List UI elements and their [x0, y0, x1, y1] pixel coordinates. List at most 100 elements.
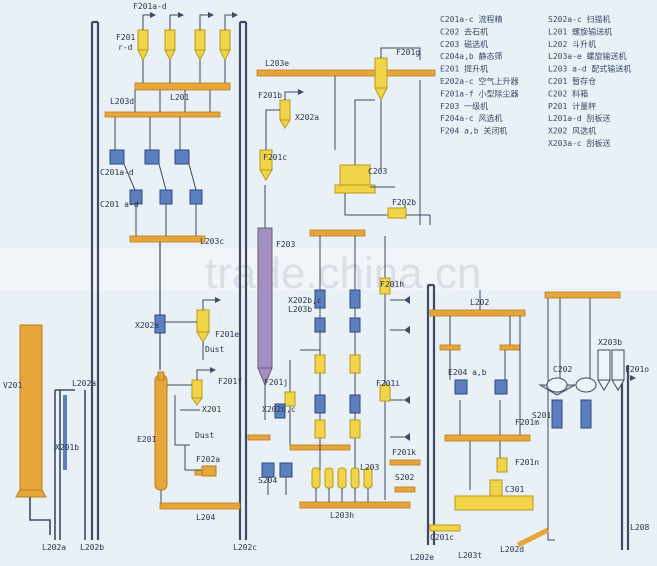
label-f203: F203	[276, 240, 295, 249]
label-l204: L204	[196, 513, 215, 522]
label-f202a: F202a	[196, 455, 220, 464]
conveyor-l203h	[299, 501, 411, 509]
cleaning-machines-c201	[109, 90, 211, 236]
label-c20x: C201 a-d	[100, 200, 139, 209]
label-f201i: F201i	[376, 379, 400, 388]
legend-entry: E202a-c 空气上升器	[440, 76, 519, 86]
label-f201b: F201b	[258, 91, 282, 100]
label-x203b: X203b	[598, 338, 622, 347]
label-s202: S202	[395, 473, 414, 482]
label-l202e: L202e	[410, 553, 434, 562]
legend-entry: P201 计量秤	[548, 101, 596, 111]
label-c201c: C201c	[430, 533, 454, 542]
silo-v201	[15, 324, 51, 535]
legend-entry: C203 磁选机	[440, 39, 488, 49]
bins-s204-row	[261, 462, 373, 502]
label-l203: L203	[360, 463, 379, 472]
conveyor-lower-right	[444, 434, 531, 442]
watermark-band	[0, 248, 657, 290]
conveyor-l203c	[129, 235, 206, 243]
legend-col2: S202a-c 扫描机 L201 螺旋输送机 L202 斗升机 L203a-e 螺旋输…	[548, 14, 631, 148]
label-l203b: L203b	[288, 305, 312, 314]
label-dust2: Dust	[195, 431, 214, 440]
legend-entry: F204 a,b 关闭机	[440, 126, 507, 136]
label-s201: S201	[532, 411, 551, 420]
label-x201b: X201b	[55, 443, 79, 452]
legend-entry: F203 一级机	[440, 101, 488, 111]
label-l202a-top: L202a	[72, 379, 96, 388]
label-l202d: L202d	[500, 545, 524, 554]
legend-entry: C201 暂存仓	[548, 76, 596, 86]
legend-entry: C202 料箱	[548, 88, 588, 98]
watermark-text: trade.china.cn	[205, 249, 481, 298]
legend-entry: C201a-c 流程精	[440, 14, 503, 24]
equipment-labels: F201a-d F201 r-d L201 L203d C201a-d C201…	[3, 2, 649, 562]
conveyor-l201	[134, 82, 231, 91]
label-l202b: L202b	[80, 543, 104, 552]
label-s204: S204	[258, 476, 277, 485]
label-l201: L201	[170, 93, 189, 102]
machine-c301	[454, 495, 534, 511]
legend: C201a-c 流程精 C202 去石机 C203 磁选机 C204a,b 静态筛 E2…	[440, 14, 631, 148]
legend-entry: F204a-c 风选机	[440, 113, 503, 123]
label-f201k: F201k	[392, 448, 416, 457]
dust-collectors-f201ad	[137, 12, 238, 83]
label-l202c: L202c	[233, 543, 257, 552]
label-f201c: F201c	[263, 153, 287, 162]
label-c203: C203	[368, 167, 387, 176]
elevator-e201	[154, 374, 168, 491]
label-l202: L202	[470, 298, 489, 307]
label-f202b: F202b	[392, 198, 416, 207]
label-f201g: F201g	[396, 48, 420, 57]
legend-entry: L202 斗升机	[548, 39, 596, 49]
conveyor-l203d	[104, 111, 221, 118]
label-x202c: X202b,c	[262, 405, 296, 414]
tower-f203	[257, 91, 298, 420]
label-l203h: L203h	[330, 511, 354, 520]
legend-entry: L203a-e 螺旋输送机	[548, 51, 627, 61]
label-f201e: F201e	[215, 330, 239, 339]
label-f201ad: F201a-d	[133, 2, 167, 11]
legend-entry: L201 螺旋输送机	[548, 26, 612, 36]
conveyor-top-right	[544, 291, 621, 299]
legend-entry: C204a,b 静态筛	[440, 51, 503, 61]
label-l203e: L203e	[265, 59, 289, 68]
legend-entry: C202 去石机	[440, 26, 488, 36]
section-x202bc	[274, 236, 410, 500]
legend-entry: L201a-d 刮板送	[548, 113, 611, 123]
conveyor-l203e	[256, 69, 436, 77]
label-l203t: L203t	[458, 551, 482, 560]
label-f201rd: r-d	[118, 43, 133, 52]
conveyor-l202	[429, 309, 526, 317]
label-x202b: X202b,c	[288, 296, 322, 305]
label-c202: C202	[553, 365, 572, 374]
label-e201: E201	[137, 435, 156, 444]
legend-entry: E201 提升机	[440, 64, 488, 74]
label-x201: X201	[202, 405, 221, 414]
label-x202a2: X202a	[135, 321, 159, 330]
label-f201o: F201o	[625, 365, 649, 374]
legend-entry: S202a-c 扫描机	[548, 14, 611, 24]
label-l203c: L203c	[200, 237, 224, 246]
label-l202a: L202a	[42, 543, 66, 552]
label-dust1: Dust	[205, 345, 224, 354]
elevator-l202ab	[54, 389, 86, 540]
conveyor-l204	[159, 502, 241, 510]
label-e204ab: E204 a,b	[448, 368, 487, 377]
label-f201m: F201m	[515, 418, 539, 427]
label-c301: C301	[505, 485, 524, 494]
label-f201h: F201h	[380, 280, 404, 289]
label-x202a: X202a	[295, 113, 319, 122]
label-l203d: L203d	[110, 97, 134, 106]
label-f201f: F201f	[218, 377, 242, 386]
legend-entry: L203 a-d 配式输送机	[548, 64, 631, 74]
machine-c203	[334, 47, 431, 225]
label-c201ad: C201a-d	[100, 168, 134, 177]
flow-arrows	[210, 89, 636, 381]
cleaning-stack-middle	[154, 242, 217, 503]
label-f201: F201	[116, 33, 135, 42]
legend-entry: X202 风选机	[548, 126, 596, 136]
label-l208: L208	[630, 523, 649, 532]
